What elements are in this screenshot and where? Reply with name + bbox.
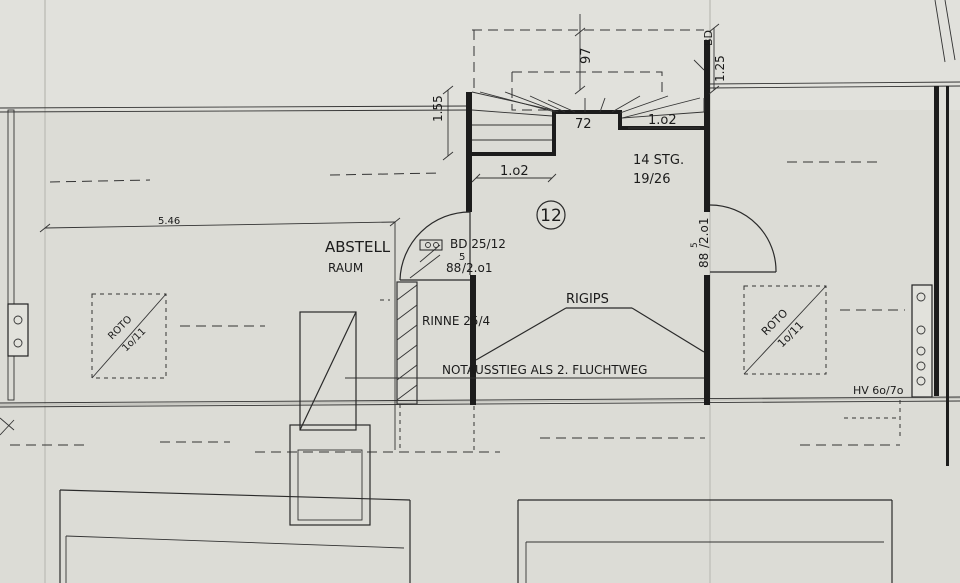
- skylight-left: [91, 293, 167, 379]
- rigips-slope: [345, 307, 705, 379]
- paper-fold-horizontal: [0, 397, 960, 406]
- dim-stair-depth-right: 1.25: [713, 55, 727, 82]
- label-rinne: RINNE 25/4: [422, 314, 490, 328]
- label-escape: NOTAUSSTIEG ALS 2. FLUCHTWEG: [442, 363, 647, 377]
- door-left-base: 88: [446, 261, 461, 275]
- dim-stair-depth-left: 1.55: [431, 95, 445, 122]
- room-name-line2: RAUM: [328, 261, 363, 275]
- stair-treads: [471, 29, 705, 141]
- door-left-rest: /2.o1: [462, 261, 492, 275]
- guide-lines: [10, 161, 905, 453]
- door-right-rest: /2.o1: [697, 218, 711, 248]
- room-number-circle: [536, 200, 566, 230]
- right-shaft: [911, 0, 956, 466]
- paper-fold-top: [0, 0, 960, 110]
- lower-roof-structures: [0, 417, 893, 583]
- door-left-sup: 5: [459, 252, 465, 263]
- dim-landing-left: 1.o2: [500, 164, 529, 179]
- door-right-sup: 5: [690, 242, 700, 248]
- room-name-line1: ABSTELL: [325, 238, 391, 256]
- stair-steps: 14 STG.: [633, 153, 684, 168]
- label-bd: BD 25/12: [450, 237, 506, 251]
- label-hv: HV 6o/7o: [853, 384, 904, 397]
- label-rigips: RIGIPS: [566, 292, 609, 307]
- door-right-base: 88: [697, 253, 711, 268]
- dormer: [289, 311, 371, 526]
- dim-wall-length: 5.46: [158, 216, 180, 227]
- left-door: [399, 211, 471, 281]
- right-door: [709, 204, 777, 273]
- left-shaft: [7, 109, 29, 401]
- skylight-right: [743, 285, 827, 375]
- room-number: 12: [540, 206, 562, 226]
- stair-ratio: 19/26: [633, 172, 670, 187]
- dim-stair-width: 97: [579, 47, 594, 64]
- hatched-wall: [396, 239, 443, 405]
- dimension-lines: [39, 14, 720, 450]
- outer-wall-lines: [0, 81, 960, 408]
- dim-landing-right: 1.o2: [648, 113, 677, 128]
- dim-bd-top: BD: [702, 30, 715, 46]
- dim-opening: 72: [575, 117, 592, 132]
